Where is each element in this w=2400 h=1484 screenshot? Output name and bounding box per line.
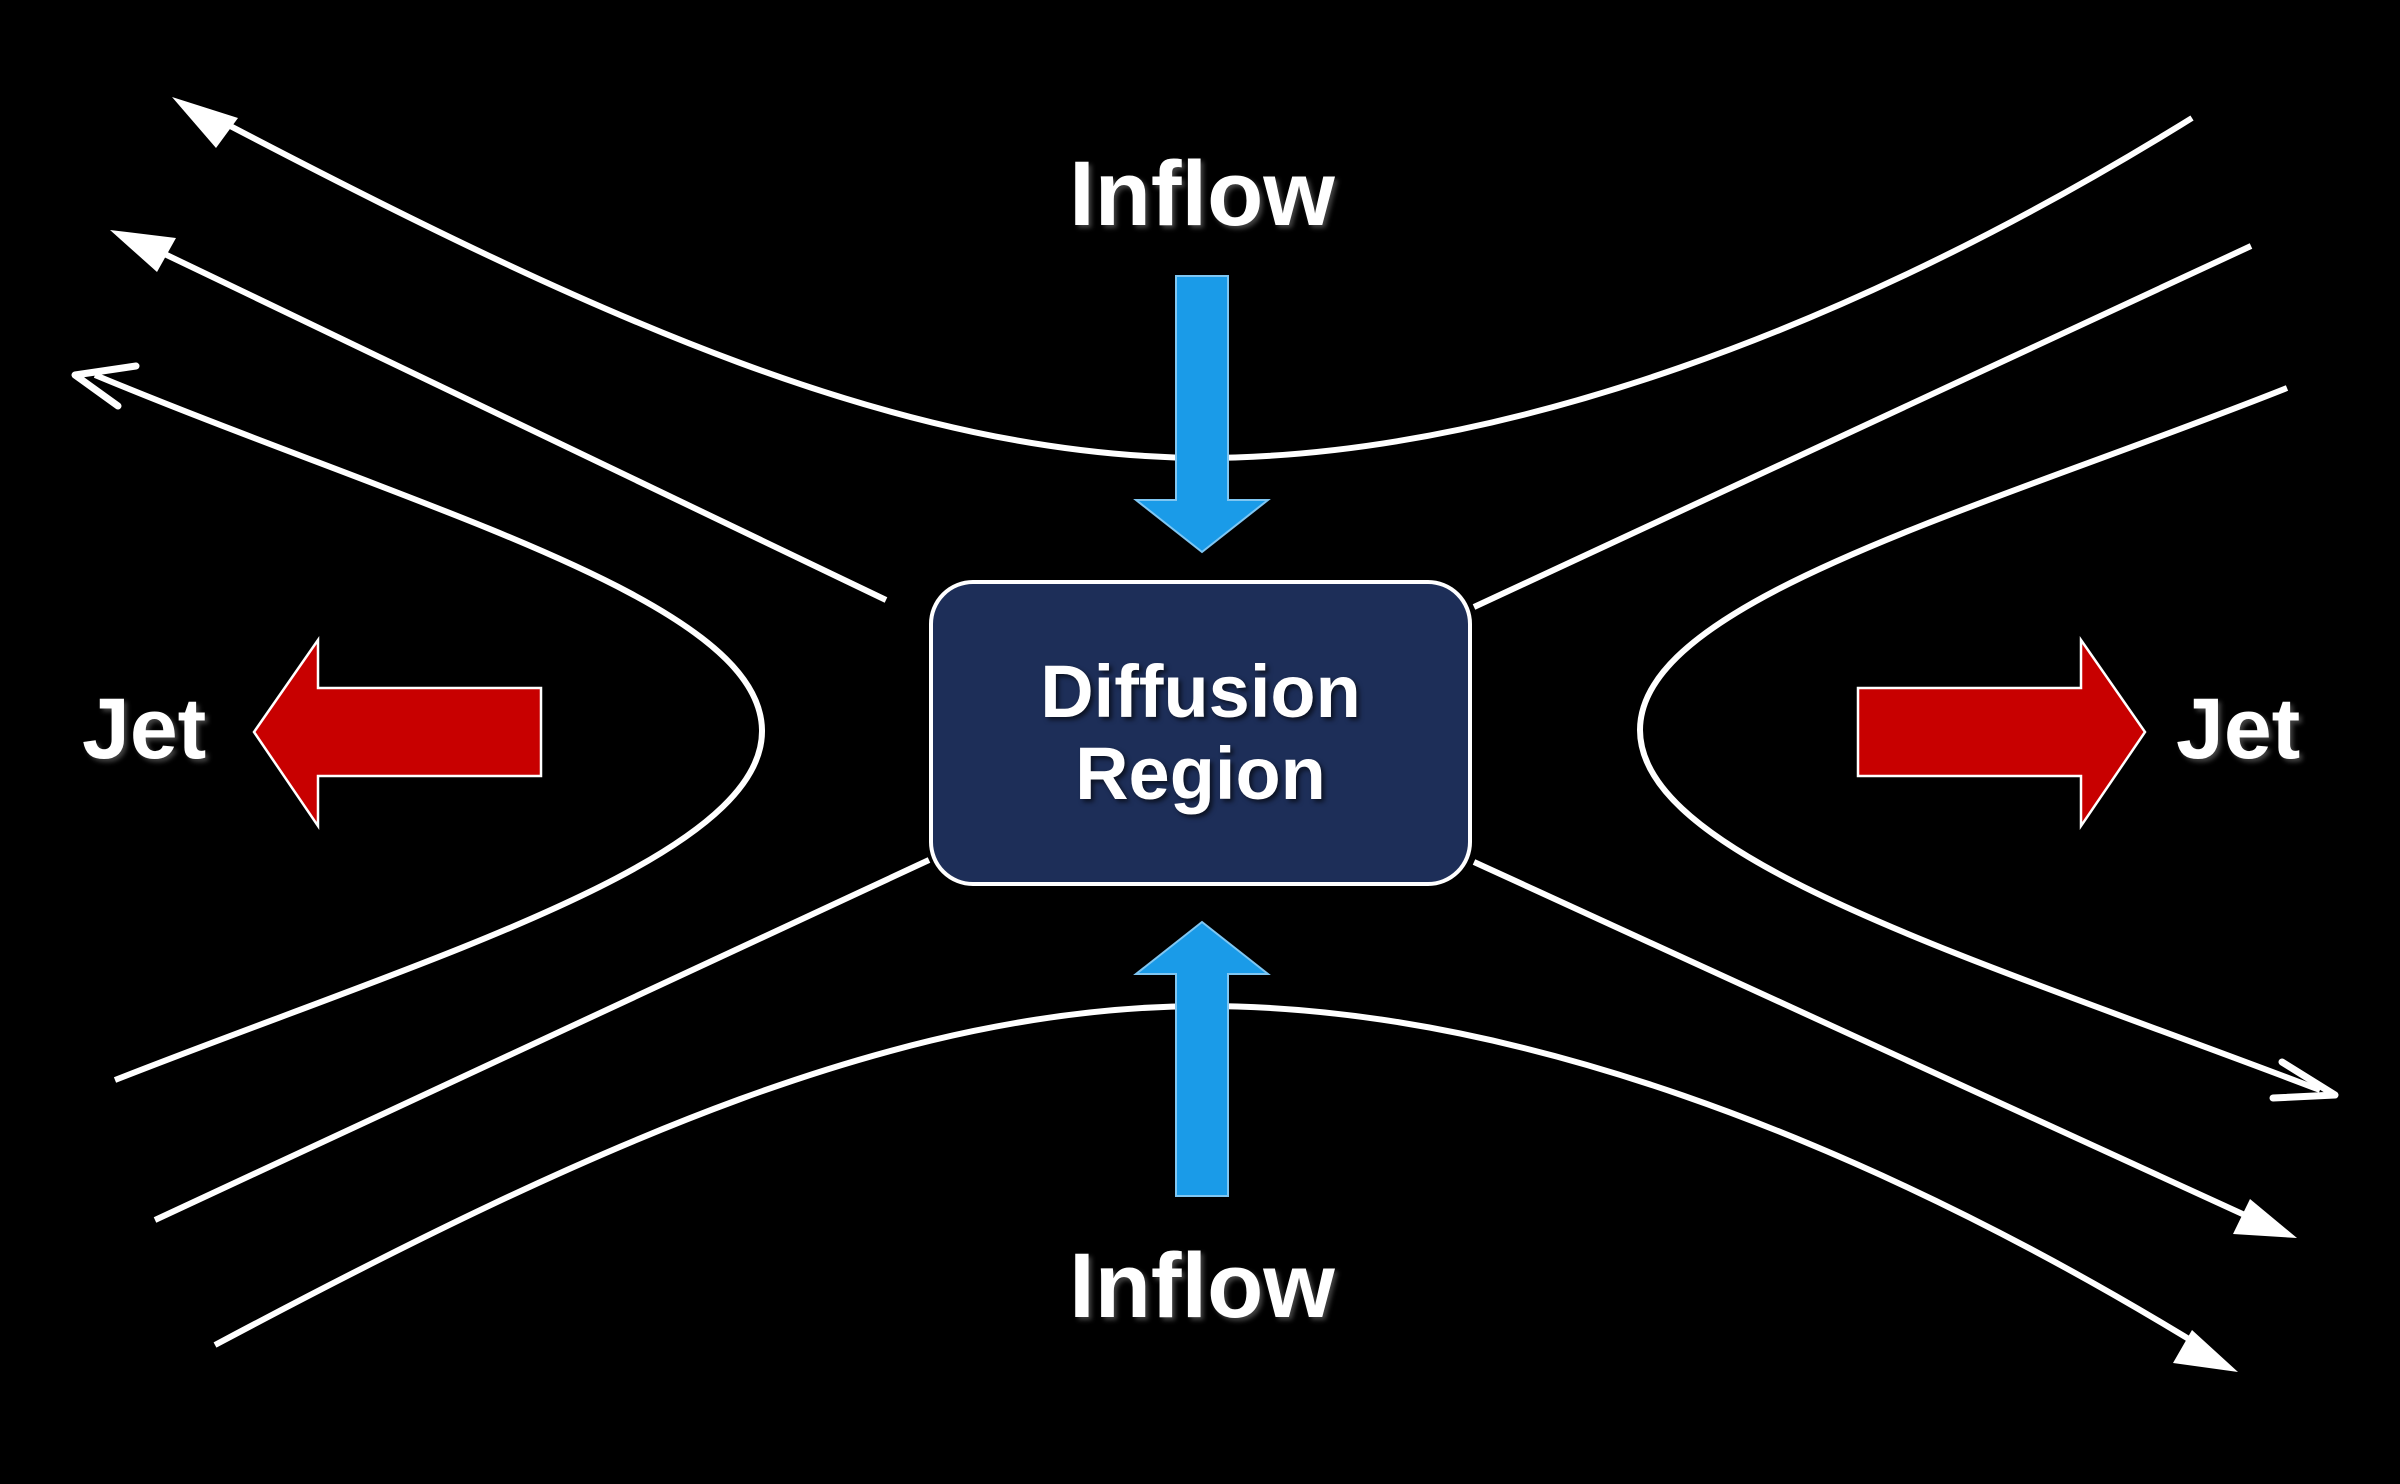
jet-label-left: Jet [82,681,207,777]
arrowhead-right-open-icon [2269,1058,2339,1102]
field-line-left-hairpin [93,372,766,1083]
inflow-label-bottom: Inflow [1069,1235,1335,1337]
inflow-arrow-top-icon [1133,275,1271,554]
jet-arrow-right-icon [1856,636,2147,831]
field-line-right-hairpin [1636,385,2322,1093]
arrowhead-lower-right-icon [2233,1199,2297,1238]
field-line-lower-left [153,857,931,1223]
diffusion-region-box: Diffusion Region [929,580,1472,886]
jet-arrow-left-icon [252,636,543,831]
arrowhead-bottom-right-icon [2173,1330,2238,1372]
field-line-upper-left [148,244,888,603]
field-line-upper-right [1472,243,2253,610]
jet-label-right: Jet [2176,681,2301,777]
arrowhead-top-left-icon [172,97,238,148]
diffusion-region-title-line1: Diffusion [1040,650,1361,733]
inflow-label-top: Inflow [1069,143,1335,245]
diffusion-region-title-line2: Region [1075,732,1326,815]
inflow-arrow-bottom-icon [1133,920,1271,1197]
field-line-lower-right [1472,859,2262,1225]
arrowhead-upper-left-icon [110,230,176,272]
arrowhead-left-open-icon [71,362,140,410]
